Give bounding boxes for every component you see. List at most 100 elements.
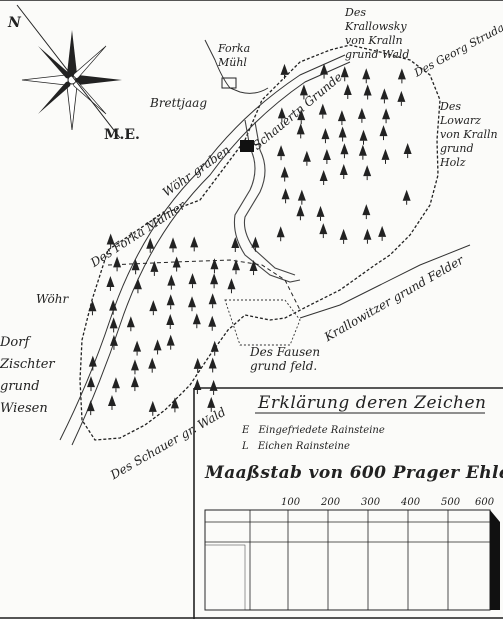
scale-title: Maaßstab von 600 Prager Ehlen (205, 463, 503, 483)
tree-symbol (381, 148, 390, 164)
legend-item-1-symbol: E (242, 425, 250, 436)
forest-house-icon (240, 140, 254, 152)
tree-symbol (208, 315, 217, 331)
tree-symbol (166, 334, 175, 350)
tree-symbol (337, 110, 346, 126)
tree-symbol (343, 83, 352, 99)
tree-symbol (107, 394, 116, 410)
label-des-krallowsky: Des Krallowsky von Kralln grund Wald (345, 6, 410, 61)
tree-symbol (130, 359, 139, 375)
tree-symbol (208, 293, 217, 309)
tree-symbol (210, 340, 219, 356)
tree-symbol (299, 84, 308, 100)
tree-symbol (148, 400, 157, 416)
east-track (299, 244, 471, 319)
scale-tick-200: 200 (321, 497, 341, 508)
tree-symbol (227, 278, 236, 294)
tree-symbol (111, 377, 120, 393)
scale-bar (204, 509, 500, 611)
tree-symbol (88, 300, 97, 316)
tree-symbol (231, 236, 240, 252)
label-brettjaag: Brettjaag (150, 96, 208, 110)
tree-symbol (153, 339, 162, 355)
tree-symbol (359, 129, 368, 145)
tree-symbol (208, 357, 217, 373)
tree-symbol (316, 205, 325, 221)
tree-symbol (340, 66, 349, 82)
compass-rose (16, 4, 122, 139)
tree-symbol (133, 278, 142, 294)
tree-symbol (192, 313, 201, 329)
tree-symbol (357, 107, 366, 123)
forest-boundary (79, 44, 441, 441)
tree-symbol (232, 259, 241, 275)
legend-title: Erklärung deren Zeichen (258, 393, 487, 413)
tree-symbol (170, 397, 179, 413)
wohr-graben-road-edge (71, 61, 351, 446)
tree-symbol (167, 274, 176, 290)
tree-symbol (280, 166, 289, 182)
tree-symbol (358, 144, 367, 160)
mill-building-icon (221, 77, 237, 89)
label-forka-muhl: Forka Mühl (218, 42, 251, 69)
tree-symbol (150, 260, 159, 276)
tree-symbol (302, 150, 311, 166)
tree-symbol (319, 169, 328, 185)
tree-symbol (362, 68, 371, 84)
tree-symbol (362, 204, 371, 220)
tree-symbol (319, 223, 328, 239)
compass-east-label: M.E. (104, 127, 140, 143)
tree-symbol (297, 109, 306, 125)
tree-symbol (402, 189, 411, 205)
legend-item-2: L Eichen Rainsteine (242, 440, 350, 454)
tree-symbol (86, 376, 95, 392)
tree-symbol (339, 164, 348, 180)
tree-symbol (86, 400, 95, 416)
tree-symbol (321, 128, 330, 144)
tree-symbol (210, 258, 219, 274)
tree-symbol (209, 379, 218, 395)
tree-symbol (249, 260, 258, 276)
label-des-fausen: Des Fausen grund feld. (250, 345, 321, 373)
scale-tick-100: 100 (281, 497, 301, 508)
tree-symbol (280, 63, 289, 79)
tree-symbol (106, 233, 115, 249)
legend-item-2-text: Eichen Rainsteine (257, 441, 350, 452)
tree-symbol (109, 317, 118, 333)
scale-tick-600: 600 (475, 497, 495, 508)
tree-symbol (193, 379, 202, 395)
tree-symbol (322, 148, 331, 164)
tree-symbol (106, 275, 115, 291)
label-des-lowarz: Des Lowarz von Kralln grund Holz (440, 100, 498, 169)
tree-symbol (166, 294, 175, 310)
tree-symbol (320, 63, 329, 79)
tree-symbol (297, 189, 306, 205)
tree-symbol (403, 143, 412, 159)
tree-symbol (382, 108, 391, 124)
tree-symbol (130, 376, 139, 392)
tree-symbol (296, 123, 305, 139)
tree-symbol (379, 125, 388, 141)
tree-symbol (277, 107, 286, 123)
legend-item-2-symbol: L (242, 441, 249, 452)
tree-symbol (340, 143, 349, 159)
legend-item-1-text: Eingefriedete Rainsteine (258, 425, 385, 436)
scale-tick-500: 500 (441, 497, 461, 508)
tree-symbol (109, 334, 118, 350)
tree-symbol (363, 165, 372, 181)
forest-road-edge (243, 121, 296, 276)
tree-symbol (397, 90, 406, 106)
tree-symbol (339, 228, 348, 244)
tree-symbol (363, 84, 372, 100)
scale-tick-300: 300 (361, 497, 381, 508)
label-wohr-left: Wöhr (36, 292, 69, 306)
tree-symbol (190, 236, 199, 252)
wohr-graben-road (59, 54, 346, 441)
tree-symbol (210, 273, 219, 289)
tree-symbol (363, 228, 372, 244)
tree-symbol (149, 300, 158, 316)
scale-tick-400: 400 (401, 497, 421, 508)
tree-symbol (166, 314, 175, 330)
